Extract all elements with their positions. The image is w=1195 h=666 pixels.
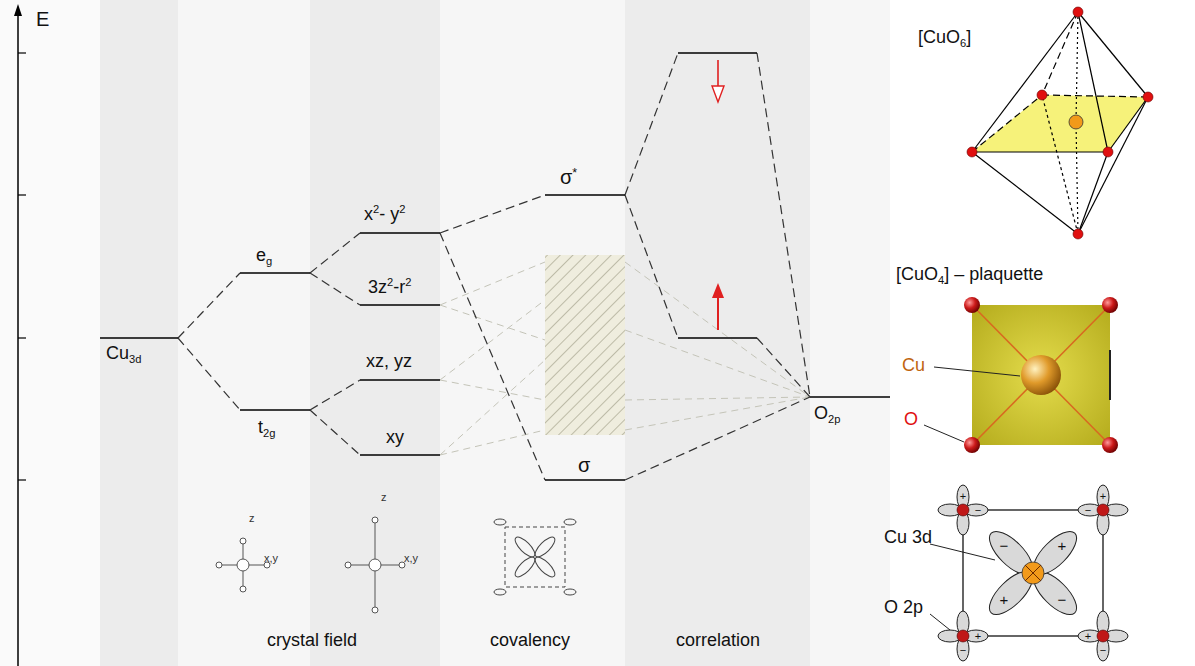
axis-label: E [36, 8, 49, 30]
level-label-text: σ [560, 166, 572, 188]
sign-label: − [975, 504, 981, 516]
figure-title: [CuO6] [918, 28, 971, 49]
orbital-label-text: O 2p [884, 597, 923, 617]
level-label-text: xy [386, 427, 404, 447]
sign-label: − [1085, 504, 1091, 516]
level-label-text: σ [578, 454, 590, 476]
level-label-text: 2 [373, 203, 379, 215]
level-label: x2- y2 [364, 203, 405, 224]
level-label-text: Cu [106, 343, 129, 363]
sign-label: + [1100, 490, 1106, 502]
axis-label-text: E [36, 8, 49, 30]
level-label-text: 2 [399, 203, 405, 215]
level-label: xy [386, 428, 404, 448]
level-label-text: xz, yz [366, 351, 412, 371]
atom-label-text: O [904, 409, 918, 429]
figure-title: [CuO4] – plaquette [896, 265, 1043, 286]
sign-label: − [1100, 644, 1106, 656]
sign-label-text: − [1100, 644, 1106, 656]
sign-label: + [1058, 538, 1067, 555]
level-label: 3z2-r2 [368, 276, 411, 297]
level-label-text: 2g [263, 427, 275, 439]
sign-label-text: + [1100, 490, 1106, 502]
figure-title-text: [CuO [918, 27, 960, 47]
level-label-text: 3z [368, 277, 387, 297]
atom-label: O [904, 410, 918, 430]
axis-label-text: x,y [264, 552, 278, 564]
figure-title-text: ] [966, 27, 971, 47]
atom-label-text: Cu [902, 355, 925, 375]
sign-label-text: − [960, 644, 966, 656]
level-label: σ [578, 454, 590, 476]
section-label-text: covalency [490, 630, 570, 650]
sign-label: + [975, 630, 981, 642]
level-label: σ* [560, 166, 577, 188]
level-label: t2g [258, 418, 275, 439]
sign-label-text: + [1000, 591, 1009, 608]
level-label-text: O [814, 403, 828, 423]
sign-label-text: + [960, 490, 966, 502]
level-label-text: x [364, 204, 373, 224]
level-label: eg [256, 246, 272, 267]
atom-label: Cu [902, 356, 925, 376]
sign-label: − [960, 644, 966, 656]
level-label: Cu3d [106, 344, 141, 365]
section-label: correlation [676, 631, 760, 651]
level-label-text: * [572, 166, 577, 180]
axis-label: z [249, 512, 255, 524]
section-label-text: correlation [676, 630, 760, 650]
axis-label-text: x,y [404, 552, 418, 564]
sign-label: + [1085, 630, 1091, 642]
level-label-text: - y [379, 204, 399, 224]
axis-label: z [381, 491, 387, 503]
figure-title-text: 6 [960, 37, 966, 49]
sign-label: + [1000, 592, 1009, 609]
sign-label-text: − [1000, 537, 1009, 554]
level-label-text: 3d [129, 353, 141, 365]
figure-title-text: 4 [938, 274, 944, 286]
orbital-label: Cu 3d [884, 528, 932, 548]
sign-label-text: + [1058, 537, 1067, 554]
level-label-text: g [266, 255, 272, 267]
sign-label-text: + [1085, 630, 1091, 642]
level-label-text: 2p [828, 413, 840, 425]
sign-label-text: − [1058, 591, 1067, 608]
axis-label-text: z [249, 512, 255, 524]
level-label: xz, yz [366, 352, 412, 372]
level-label-text: 2 [387, 276, 393, 288]
sign-label: − [1058, 592, 1067, 609]
axis-label-text: z [381, 491, 387, 503]
orbital-label: O 2p [884, 598, 923, 618]
section-label-text: crystal field [267, 630, 357, 650]
section-label: crystal field [267, 631, 357, 651]
level-label-text: t [258, 417, 263, 437]
level-label-text: 2 [405, 276, 411, 288]
level-label-text: -r [393, 277, 405, 297]
orbital-label-text: Cu 3d [884, 527, 932, 547]
sign-label-text: + [975, 630, 981, 642]
level-label: O2p [814, 404, 840, 425]
figure-title-text: ] – plaquette [944, 264, 1043, 284]
axis-label: x,y [264, 552, 278, 564]
figure-title-text: [CuO [896, 264, 938, 284]
sign-label-text: − [1085, 504, 1091, 516]
sign-label: + [960, 490, 966, 502]
level-label-text: e [256, 245, 266, 265]
section-label: covalency [490, 631, 570, 651]
sign-label-text: − [975, 504, 981, 516]
axis-label: x,y [404, 552, 418, 564]
sign-label: − [1000, 538, 1009, 555]
